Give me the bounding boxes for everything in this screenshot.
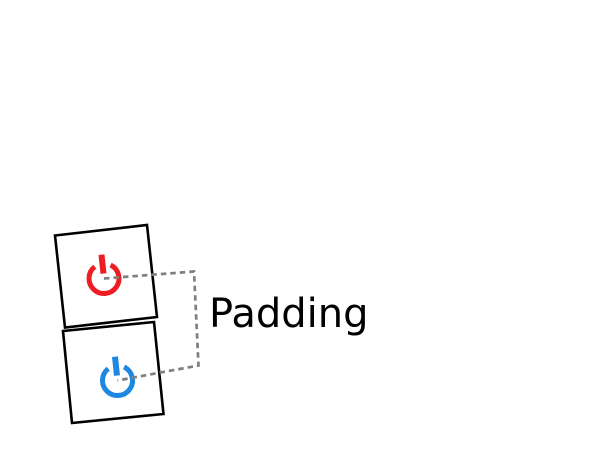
bottom-square: [61, 320, 165, 425]
top-square: [53, 223, 159, 329]
power-icon-blue: [100, 356, 135, 398]
padding-label: Padding: [209, 291, 368, 337]
leader-line: [103, 270, 200, 382]
power-icon-blue-bar: [112, 356, 120, 376]
power-icon-red: [86, 254, 122, 296]
power-icon-red-ring: [86, 262, 122, 296]
power-icon-blue-ring: [100, 364, 135, 398]
power-icon-red-bar: [98, 254, 107, 274]
